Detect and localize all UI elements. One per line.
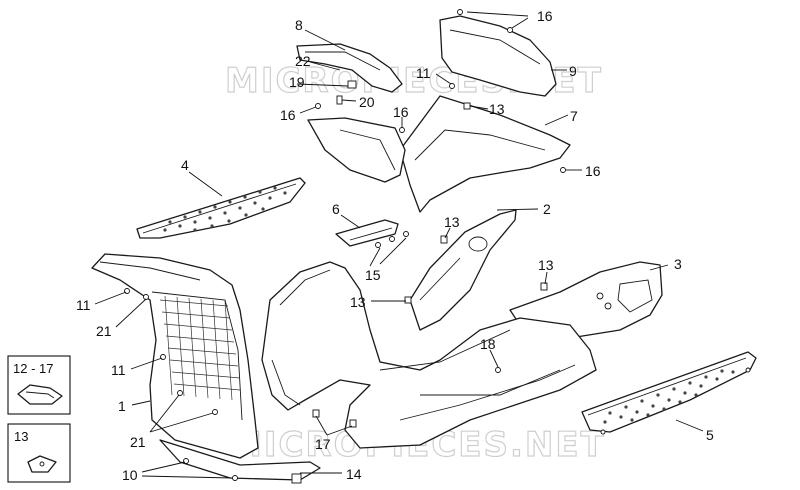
callout-13-right: 13 [538, 257, 554, 273]
callout-16-top: 16 [537, 8, 553, 24]
callout-9: 9 [569, 63, 577, 79]
callout-19: 19 [289, 74, 305, 90]
inner-upper-panel [307, 117, 406, 183]
callout-13-mid: 13 [444, 214, 460, 230]
callout-2: 2 [543, 201, 551, 217]
callout-22: 22 [295, 53, 311, 69]
part-2-central-cover [409, 209, 517, 331]
callout-4: 4 [181, 157, 189, 173]
callout-11-lower: 11 [111, 362, 126, 378]
callout-13-lower: 13 [350, 294, 366, 310]
callout-16-mid: 16 [393, 104, 409, 120]
callout-20: 20 [359, 94, 375, 110]
callout-16-left: 16 [280, 107, 296, 123]
callout-15: 15 [365, 267, 381, 283]
callout-labels: 16 9 8 22 19 20 16 16 11 13 7 16 4 6 13 … [76, 8, 714, 483]
part-7-knee-panel [399, 95, 571, 213]
inset-13-label: 13 [14, 429, 28, 444]
callout-21-upper: 21 [96, 323, 112, 339]
callout-10: 10 [122, 467, 138, 483]
part-1-front-shield [91, 253, 321, 481]
callout-6: 6 [332, 201, 340, 217]
inset-12-17-label: 12 - 17 [13, 361, 53, 376]
callout-11-left: 11 [76, 297, 91, 313]
callout-17: 17 [315, 436, 331, 452]
part-4-left-floor-mat [136, 177, 306, 239]
part-9-upper-cover [439, 15, 557, 97]
callout-21-lower: 21 [130, 434, 146, 450]
callout-8: 8 [295, 17, 303, 33]
inset-kit-12-17: 12 - 17 [7, 355, 71, 415]
callout-11-top: 11 [416, 65, 431, 81]
callout-16-right: 16 [585, 163, 601, 179]
callout-7: 7 [570, 108, 578, 124]
leader-lines [94, 11, 704, 479]
inset-kit-13: 13 [7, 423, 71, 483]
main-footboard-body [261, 261, 597, 449]
callout-14: 14 [346, 466, 362, 482]
part-6-bracket [335, 219, 399, 247]
callout-5: 5 [706, 427, 714, 443]
callout-13-top: 13 [489, 101, 505, 117]
part-8-bag-hook [296, 43, 403, 93]
callout-18: 18 [480, 336, 496, 352]
callout-1: 1 [118, 398, 126, 414]
part-5-right-floor-mat [581, 351, 757, 435]
callout-3: 3 [674, 256, 682, 272]
